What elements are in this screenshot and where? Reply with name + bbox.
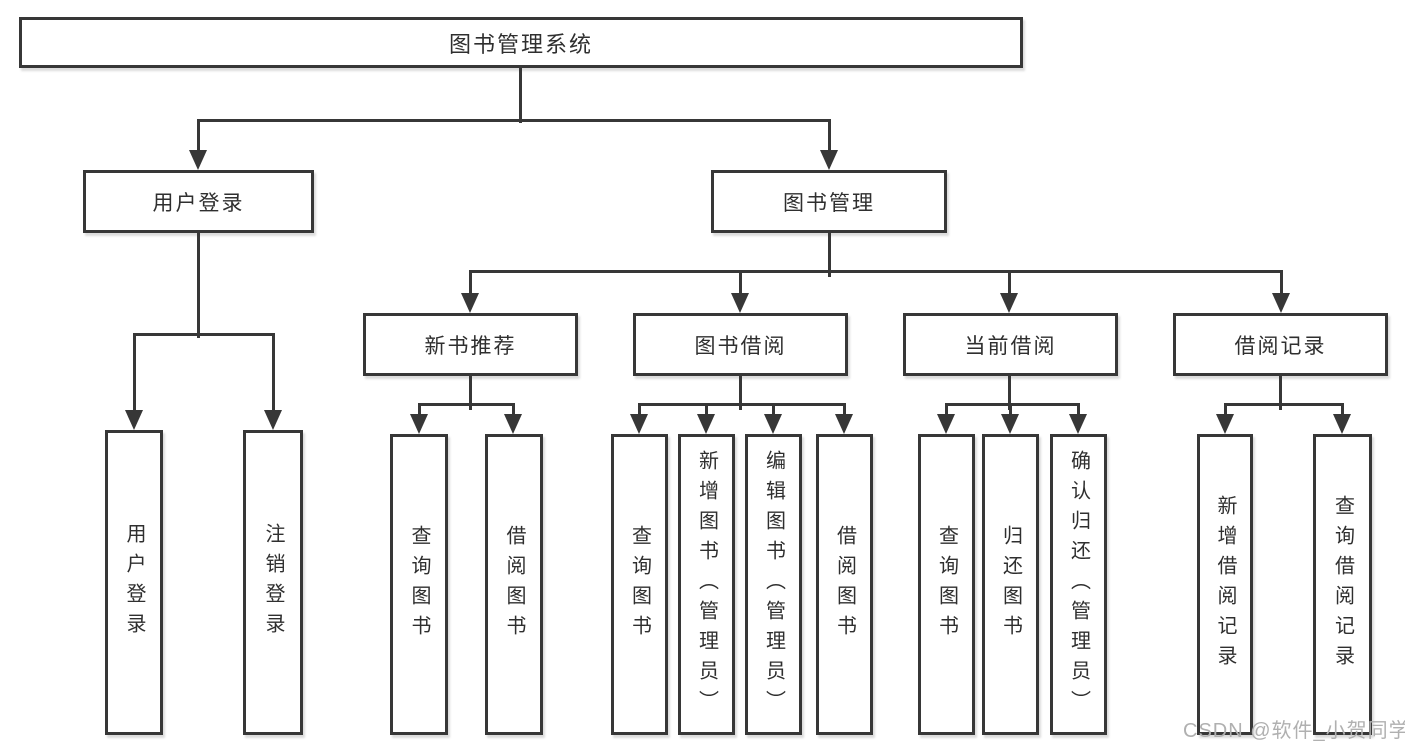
- leaf-bb-borrow-books-label: 借阅图书: [833, 524, 856, 645]
- edge-bookmgmt-drop-3: [1008, 270, 1011, 295]
- arrowhead-nbr-borrow: [504, 414, 522, 434]
- arrowhead-leaf-logout: [264, 410, 282, 430]
- leaf-bb-borrow-books: 借阅图书: [816, 434, 873, 735]
- edge-nbr-drop-2: [512, 403, 515, 416]
- edge-bookmgmt-split: [469, 270, 1283, 273]
- edge-bb-split: [638, 403, 846, 406]
- arrowhead-cb-confirm: [1069, 414, 1087, 434]
- arrowhead-bb-add: [697, 414, 715, 434]
- edge-nbr-stem: [469, 375, 472, 410]
- edge-bb-drop-4: [843, 403, 846, 416]
- leaf-user-login: 用户登录: [105, 430, 163, 735]
- edge-bb-drop-1: [638, 403, 641, 416]
- leaf-bb-add-books-admin-label: 新增图书（管理员）: [695, 449, 718, 720]
- edge-nbr-drop-1: [418, 403, 421, 416]
- edge-cb-drop-3: [1077, 403, 1080, 416]
- edge-root-split: [197, 119, 831, 122]
- edge-userlogin-drop-2: [272, 333, 275, 412]
- edge-br-drop-1: [1224, 403, 1227, 416]
- leaf-br-query-record-label: 查询借阅记录: [1331, 494, 1354, 675]
- edge-bb-stem: [739, 375, 742, 410]
- leaf-cb-query-books: 查询图书: [918, 434, 975, 735]
- arrowhead-leaf-user-login: [125, 410, 143, 430]
- node-current-borrow-label: 当前借阅: [964, 334, 1057, 358]
- leaf-nbr-borrow-books-label: 借阅图书: [503, 524, 525, 645]
- edge-root-stem: [519, 67, 522, 123]
- leaf-bb-query-books-label: 查询图书: [628, 524, 651, 645]
- leaf-cb-return-books: 归还图书: [982, 434, 1039, 735]
- edge-userlogin-stem: [197, 232, 200, 338]
- edge-bookmgmt-drop-2: [739, 270, 742, 295]
- edge-br-stem: [1279, 375, 1282, 410]
- leaf-logout: 注销登录: [243, 430, 303, 735]
- leaf-cb-confirm-return-admin: 确认归还（管理员）: [1050, 434, 1107, 735]
- node-book-management: 图书管理: [711, 170, 947, 233]
- edge-root-drop-right: [828, 119, 831, 152]
- leaf-bb-edit-books-admin-label: 编辑图书（管理员）: [762, 449, 785, 720]
- csdn-watermark: CSDN @软件_小贺同学: [1183, 720, 1405, 742]
- edge-nbr-split: [418, 403, 515, 406]
- arrowhead-bb-borrow: [835, 414, 853, 434]
- leaf-br-add-record: 新增借阅记录: [1197, 434, 1253, 735]
- edge-cb-drop-1: [945, 403, 948, 416]
- node-user-login-label: 用户登录: [152, 191, 245, 215]
- leaf-nbr-borrow-books: 借阅图书: [485, 434, 543, 735]
- edge-bb-drop-2: [705, 403, 708, 416]
- edge-bookmgmt-stem: [828, 232, 831, 277]
- edge-root-drop-left: [197, 119, 200, 152]
- arrowhead-new-book-recommend: [461, 293, 479, 313]
- leaf-cb-confirm-return-admin-label: 确认归还（管理员）: [1067, 449, 1090, 720]
- leaf-cb-query-books-label: 查询图书: [935, 524, 958, 645]
- node-borrow-records: 借阅记录: [1173, 313, 1388, 376]
- edge-bb-drop-3: [772, 403, 775, 416]
- leaf-nbr-query-books-label: 查询图书: [408, 524, 430, 645]
- edge-userlogin-split: [133, 333, 275, 336]
- node-borrow-records-label: 借阅记录: [1234, 334, 1327, 358]
- arrowhead-bb-query: [630, 414, 648, 434]
- arrowhead-user-login: [189, 150, 207, 170]
- leaf-br-query-record: 查询借阅记录: [1313, 434, 1372, 735]
- edge-cb-stem: [1008, 375, 1011, 410]
- edge-cb-drop-2: [1009, 403, 1012, 416]
- node-book-borrow: 图书借阅: [633, 313, 848, 376]
- leaf-bb-add-books-admin: 新增图书（管理员）: [678, 434, 735, 735]
- node-library-system: 图书管理系统: [19, 17, 1023, 68]
- edge-bookmgmt-drop-4: [1280, 270, 1283, 295]
- leaf-logout-label: 注销登录: [262, 522, 284, 643]
- leaf-user-login-label: 用户登录: [123, 522, 145, 643]
- node-library-system-label: 图书管理系统: [448, 31, 593, 57]
- node-book-management-label: 图书管理: [783, 191, 875, 215]
- edge-cb-split: [945, 403, 1080, 406]
- arrowhead-borrow-records: [1272, 293, 1290, 313]
- arrowhead-br-add: [1216, 414, 1234, 434]
- leaf-cb-return-books-label: 归还图书: [999, 524, 1022, 645]
- leaf-nbr-query-books: 查询图书: [390, 434, 448, 735]
- node-user-login: 用户登录: [83, 170, 314, 233]
- arrowhead-cb-return: [1001, 414, 1019, 434]
- arrowhead-bb-edit: [764, 414, 782, 434]
- leaf-br-add-record-label: 新增借阅记录: [1214, 494, 1236, 675]
- edge-userlogin-drop-1: [133, 333, 136, 412]
- node-current-borrow: 当前借阅: [903, 313, 1118, 376]
- leaf-bb-query-books: 查询图书: [611, 434, 668, 735]
- node-new-book-recommend-label: 新书推荐: [424, 334, 517, 358]
- arrowhead-br-query: [1333, 414, 1351, 434]
- arrowhead-nbr-query: [410, 414, 428, 434]
- arrowhead-book-borrow: [731, 293, 749, 313]
- edge-bookmgmt-drop-1: [469, 270, 472, 295]
- edge-br-drop-2: [1341, 403, 1344, 416]
- arrowhead-book-management: [820, 150, 838, 170]
- node-book-borrow-label: 图书借阅: [694, 334, 787, 358]
- node-new-book-recommend: 新书推荐: [363, 313, 578, 376]
- arrowhead-cb-query: [937, 414, 955, 434]
- arrowhead-current-borrow: [1000, 293, 1018, 313]
- edge-br-split: [1224, 403, 1344, 406]
- leaf-bb-edit-books-admin: 编辑图书（管理员）: [745, 434, 802, 735]
